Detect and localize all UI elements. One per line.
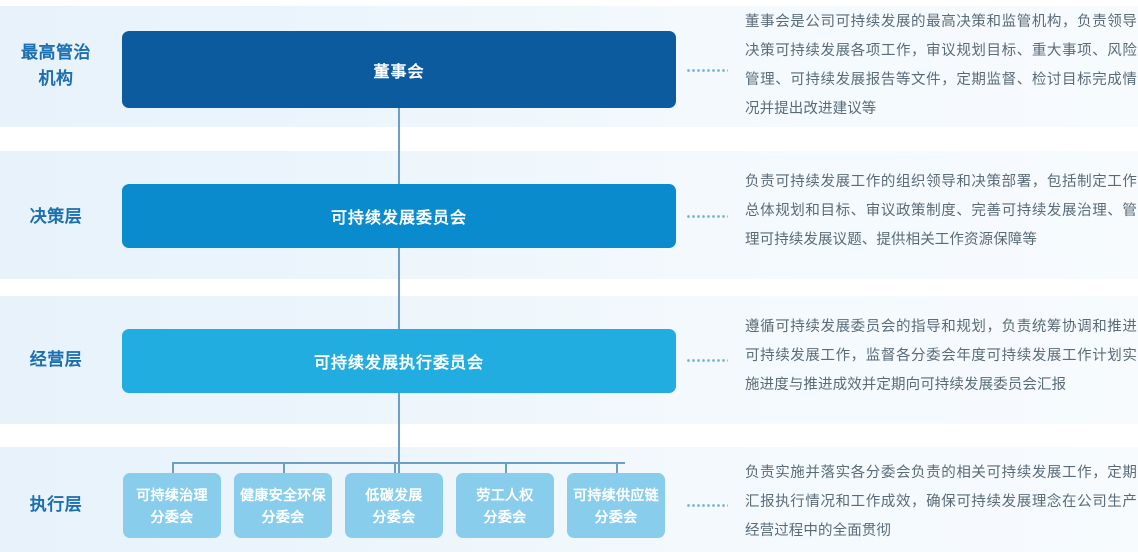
connector-drop-subcommittee-3 <box>394 462 396 474</box>
layer-label-management: 经营层 <box>29 350 83 369</box>
dotted-leader-row-4 <box>686 504 728 507</box>
node-subcommittee-sustainable-governance-line1: 可持续治理 <box>136 486 208 503</box>
connector-drop-subcommittee-2 <box>283 462 285 474</box>
node-sustainability-executive-committee[interactable]: 可持续发展执行委员会 <box>122 329 676 393</box>
node-board-of-directors[interactable]: 董事会 <box>122 31 676 108</box>
dotted-leader-row-2 <box>686 215 728 218</box>
node-subcommittee-health-safety-environment-line1: 健康安全环保 <box>240 486 326 503</box>
connector-subcommittee-bus <box>172 462 625 464</box>
node-subcommittee-health-safety-environment-line2: 分委会 <box>261 508 305 525</box>
description-sustainability-executive-committee: 遵循可持续发展委员会的指导和规划，负责统筹协调和推进可持续发展工作，监督各分委会… <box>745 319 1137 393</box>
node-subcommittee-low-carbon-development[interactable]: 低碳发展 分委会 <box>345 473 443 538</box>
description-sustainability-committee: 负责可持续发展工作的组织领导和决策部署，包括制定工作总体规划和目标、审议政策制度… <box>745 174 1137 248</box>
layer-label-top-governance: 最高管治 机构 <box>0 40 112 92</box>
layer-label-decision: 决策层 <box>29 207 83 226</box>
connector-board-to-committee <box>398 108 400 184</box>
connector-committee-to-exec-committee <box>398 248 400 329</box>
connector-drop-subcommittee-4 <box>505 462 507 474</box>
node-subcommittee-sustainable-governance[interactable]: 可持续治理 分委会 <box>123 473 221 538</box>
description-subcommittees: 负责实施并落实各分委会负责的相关可持续发展工作，定期汇报执行情况和工作成效，确保… <box>745 465 1137 539</box>
layer-label-top-governance-line2: 机构 <box>38 69 74 88</box>
dotted-leader-row-1 <box>686 69 728 72</box>
layer-label-top-governance-line1: 最高管治 <box>21 43 91 62</box>
node-subcommittee-sustainable-supply-chain[interactable]: 可持续供应链 分委会 <box>567 473 665 538</box>
node-subcommittee-labor-human-rights-line1: 劳工人权 <box>476 486 534 503</box>
node-subcommittee-sustainable-governance-line2: 分委会 <box>150 508 194 525</box>
node-subcommittee-health-safety-environment[interactable]: 健康安全环保 分委会 <box>234 473 332 538</box>
layer-label-execution: 执行层 <box>29 495 83 514</box>
description-board-of-directors: 董事会是公司可持续发展的最高决策和监管机构，负责领导决策可持续发展各项工作，审议… <box>745 14 1137 117</box>
connector-drop-subcommittee-1 <box>172 462 174 474</box>
connector-exec-committee-to-subcommittees <box>398 393 400 473</box>
node-subcommittee-labor-human-rights-line2: 分委会 <box>483 508 527 525</box>
connector-drop-subcommittee-5 <box>616 462 618 474</box>
dotted-leader-row-3 <box>686 359 728 362</box>
node-subcommittee-sustainable-supply-chain-line2: 分委会 <box>594 508 638 525</box>
node-subcommittee-labor-human-rights[interactable]: 劳工人权 分委会 <box>456 473 554 538</box>
node-subcommittee-sustainable-supply-chain-line1: 可持续供应链 <box>573 486 659 503</box>
node-subcommittee-low-carbon-development-line1: 低碳发展 <box>365 486 423 503</box>
node-subcommittee-low-carbon-development-line2: 分委会 <box>372 508 416 525</box>
node-sustainability-committee[interactable]: 可持续发展委员会 <box>122 184 676 248</box>
